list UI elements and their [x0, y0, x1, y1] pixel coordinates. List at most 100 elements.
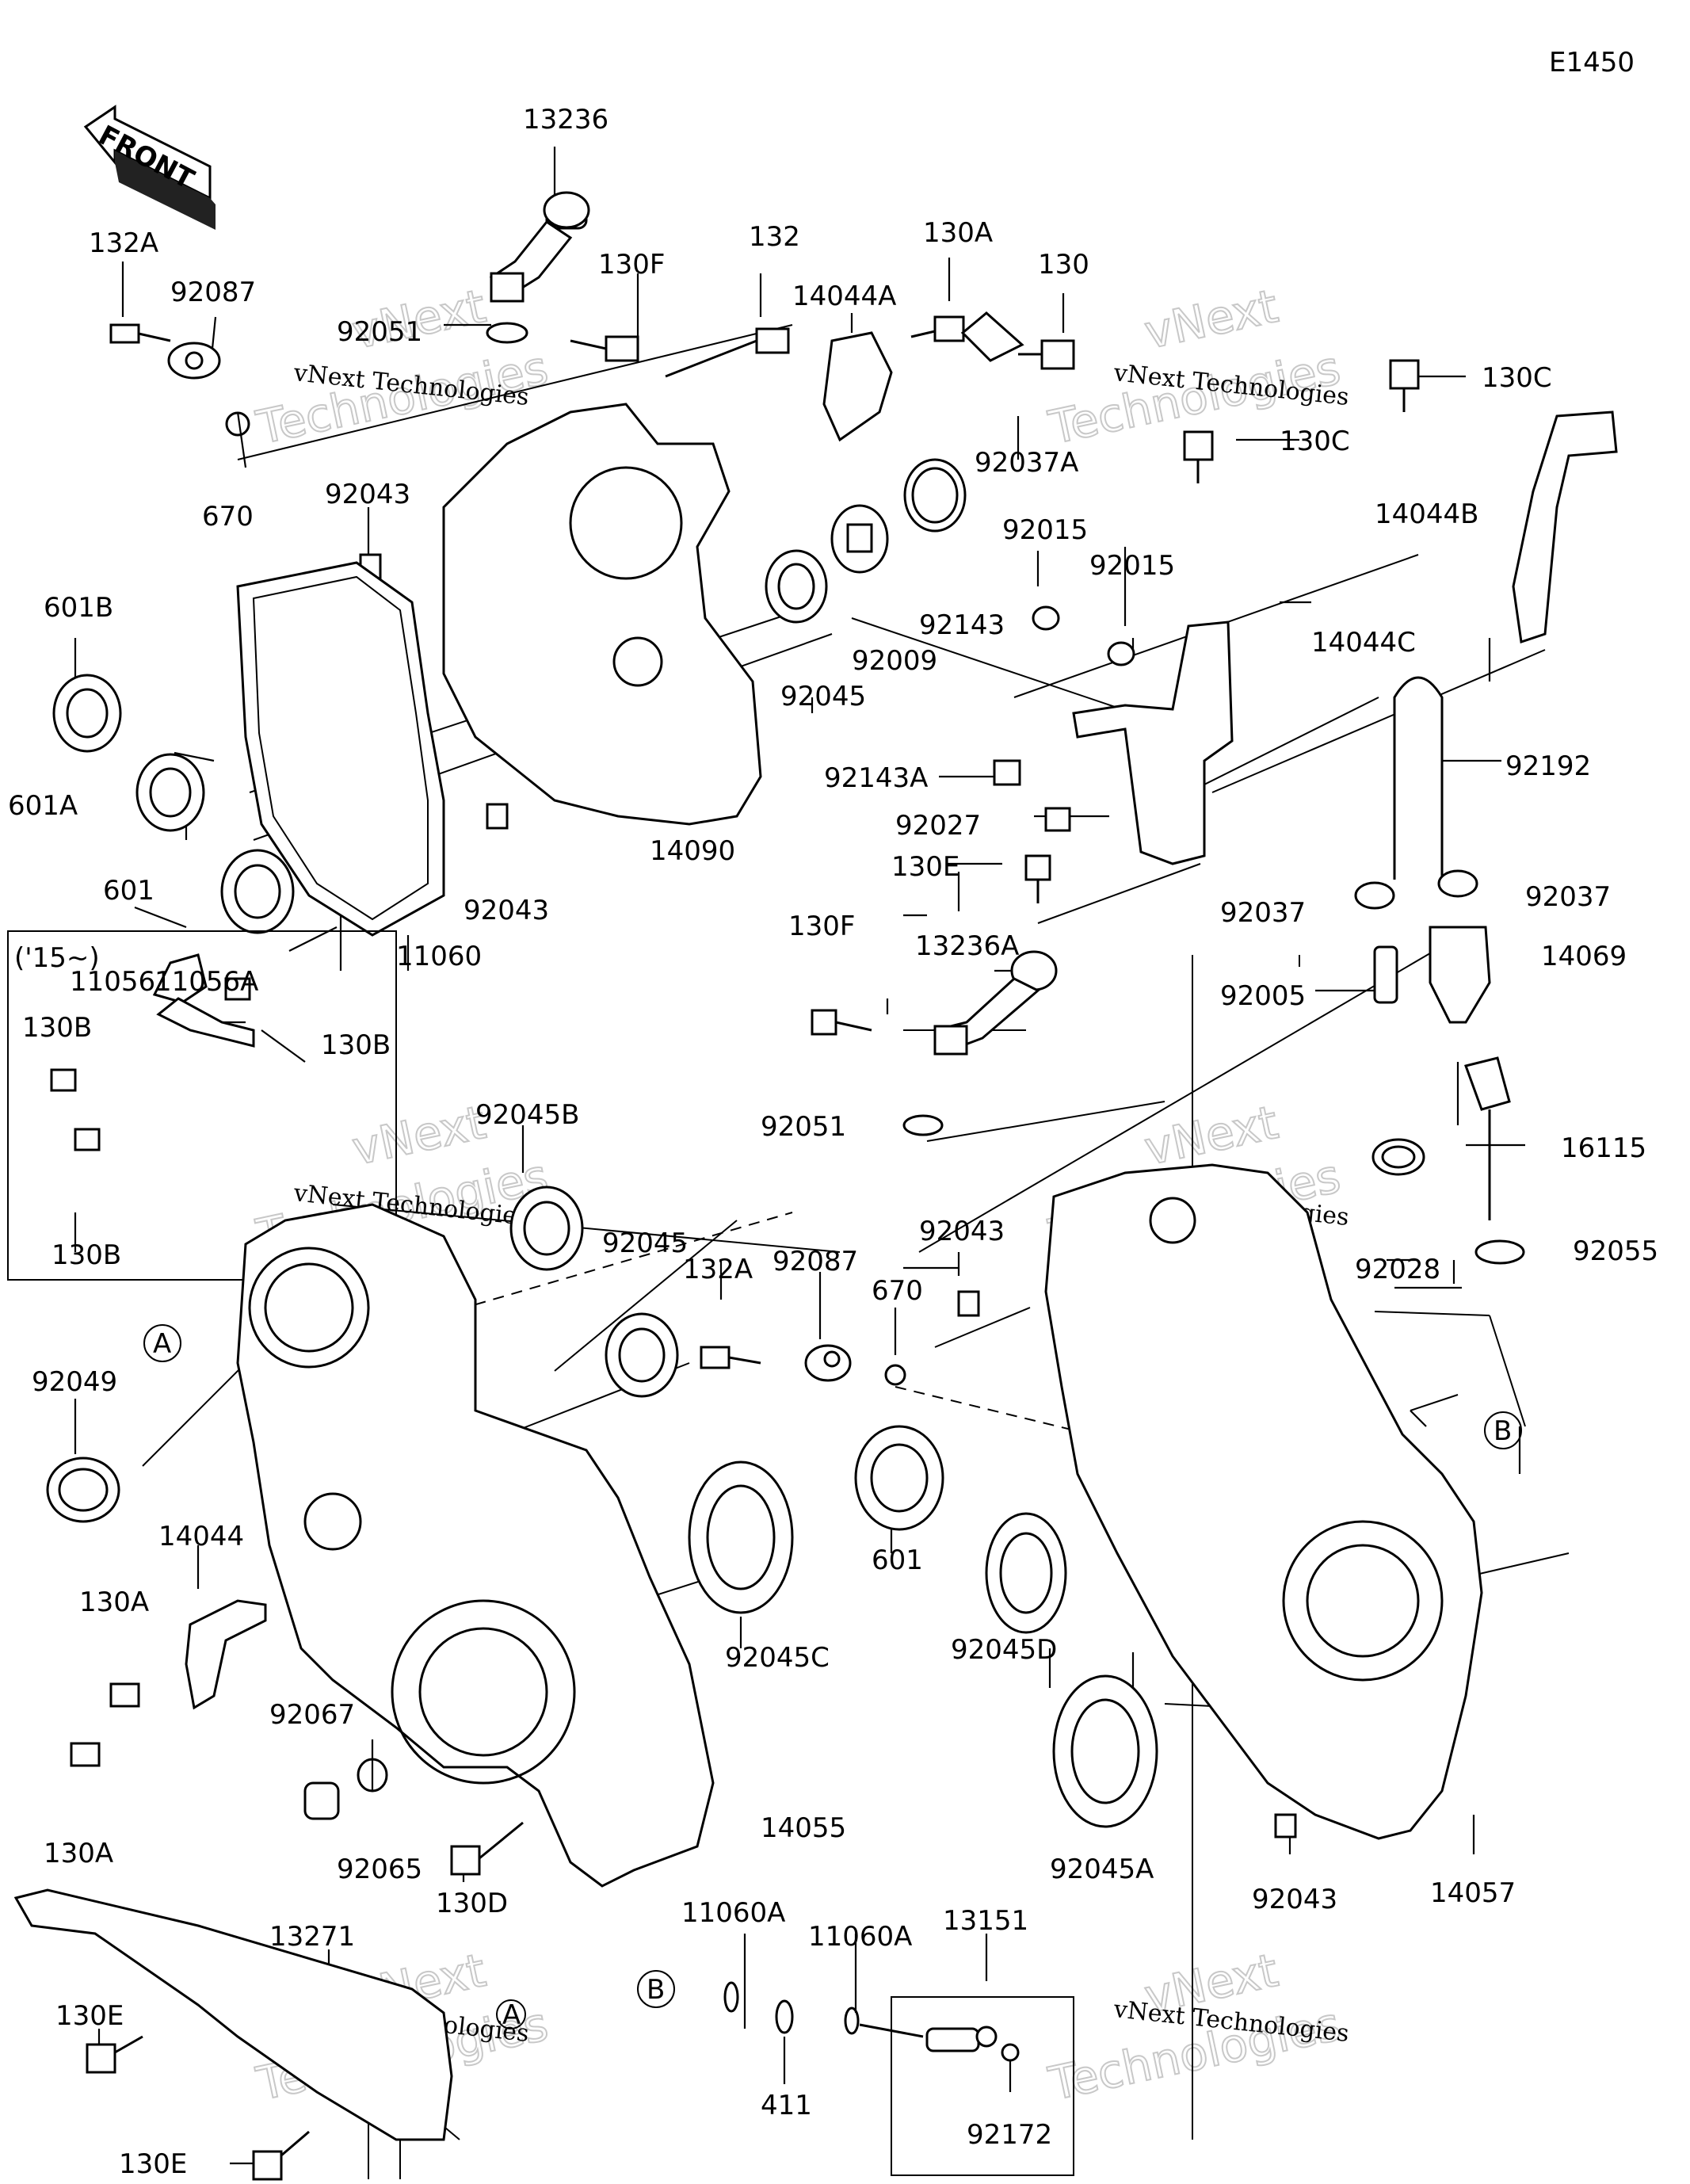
- label-14044B: 14044B: [1375, 498, 1478, 530]
- part-14044B: [1512, 410, 1618, 643]
- label-92087-mid: 92087: [773, 1246, 858, 1277]
- label-92051-mid: 92051: [761, 1111, 846, 1143]
- part-130E-bot-a: [86, 2035, 143, 2074]
- part-92043-c: [957, 1290, 980, 1317]
- label-130B-c: 130B: [52, 1239, 121, 1271]
- label-130E-bot-a: 130E: [55, 2000, 124, 2032]
- label-130F-top: 130F: [598, 249, 665, 281]
- circle-ref-B-bottom: B: [637, 1970, 675, 2008]
- label-92028: 92028: [1355, 1254, 1440, 1285]
- part-14055: [236, 1203, 715, 1888]
- part-411: [775, 1999, 794, 2034]
- part-130A-bot: [70, 1742, 101, 1767]
- label-130B-a: 130B: [22, 1012, 92, 1044]
- part-92087-top: [167, 342, 221, 380]
- part-14057: [1044, 1163, 1483, 1840]
- circle-ref-A-bottom: A: [496, 1999, 526, 2031]
- label-92027: 92027: [895, 810, 981, 842]
- part-601A: [135, 753, 205, 832]
- part-130A-top: [910, 315, 965, 342]
- label-14069: 14069: [1541, 941, 1627, 972]
- part-13236A: [933, 950, 1058, 1056]
- part-92055: [1474, 1239, 1525, 1265]
- label-92143A: 92143A: [824, 762, 928, 794]
- part-132: [665, 327, 790, 378]
- part-130E-bot-b: [252, 2130, 310, 2181]
- label-14057: 14057: [1430, 1877, 1516, 1909]
- part-92143A: [993, 759, 1021, 786]
- label-92043-d: 92043: [1252, 1884, 1337, 1915]
- part-92027: [1044, 807, 1071, 832]
- part-130D: [450, 1821, 524, 1876]
- part-14090: [442, 403, 762, 826]
- label-11056A: 11056A: [155, 966, 258, 998]
- inset-label: ('15~): [14, 942, 100, 974]
- label-92043-a: 92043: [325, 479, 410, 510]
- label-14090: 14090: [650, 835, 735, 867]
- label-92055: 92055: [1573, 1235, 1658, 1267]
- part-11060A-b: [844, 2006, 860, 2035]
- part-92045B: [509, 1186, 584, 1271]
- label-130D: 130D: [436, 1888, 508, 1919]
- label-92143: 92143: [919, 609, 1005, 641]
- label-11060A-a: 11060A: [681, 1897, 785, 1929]
- part-92037-l: [1354, 881, 1395, 910]
- label-92045C: 92045C: [725, 1642, 830, 1674]
- part-14069: [1429, 926, 1491, 1024]
- label-92087-top: 92087: [170, 277, 256, 308]
- label-92067: 92067: [269, 1699, 355, 1731]
- part-13151: [859, 2023, 998, 2052]
- part-92043-d: [1274, 1813, 1297, 1838]
- label-132: 132: [749, 221, 800, 253]
- diagram-code: E1450: [1549, 47, 1635, 78]
- label-13151: 13151: [943, 1905, 1028, 1937]
- label-14044C: 14044C: [1311, 627, 1416, 659]
- label-601-top: 601: [103, 875, 155, 907]
- label-92045B: 92045B: [475, 1099, 579, 1131]
- label-92045-top: 92045: [780, 681, 866, 712]
- part-13236: [489, 191, 590, 303]
- label-92005: 92005: [1220, 980, 1306, 1012]
- label-11056: 11056: [70, 966, 155, 998]
- part-130B-c: [74, 1128, 101, 1151]
- label-92045D: 92045D: [951, 1634, 1057, 1666]
- front-arrow-icon: FRONT: [83, 105, 216, 230]
- label-130A-bot: 130A: [44, 1838, 113, 1869]
- label-92037-l: 92037: [1220, 897, 1306, 929]
- part-92065: [357, 1758, 388, 1793]
- part-92045D: [985, 1512, 1067, 1634]
- part-670-top: [225, 411, 250, 437]
- label-130B-b: 130B: [321, 1029, 391, 1061]
- label-92037-r: 92037: [1525, 881, 1611, 913]
- label-601A: 601A: [8, 790, 78, 822]
- part-16115: [1464, 1056, 1511, 1220]
- label-130E-mid: 130E: [891, 851, 959, 883]
- label-11060A-b: 11060A: [808, 1921, 912, 1953]
- part-92037A: [960, 311, 1024, 362]
- part-92015-a: [1032, 605, 1060, 631]
- label-130: 130: [1038, 249, 1089, 281]
- part-92045A: [1052, 1674, 1158, 1828]
- watermark-big-8: vNext: [1140, 279, 1283, 360]
- svg-text:B: B: [1494, 1415, 1512, 1447]
- label-130E-bot-b: 130E: [119, 2148, 187, 2180]
- label-92192: 92192: [1505, 750, 1591, 782]
- svg-text:A: A: [502, 1999, 521, 2031]
- part-92051-top: [486, 322, 528, 344]
- label-92065: 92065: [337, 1854, 422, 1885]
- part-11060A-a: [723, 1981, 739, 2013]
- label-14044A: 14044A: [792, 281, 896, 312]
- part-130F-top: [570, 335, 639, 362]
- part-11056: [152, 953, 208, 1004]
- circle-ref-A-left: A: [143, 1324, 181, 1362]
- part-labels: 13236 132A 92087 92051 130F 132 14044A 1…: [8, 104, 1658, 2180]
- label-92045A: 92045A: [1050, 1854, 1154, 1885]
- part-92009: [830, 504, 889, 574]
- part-92045-mid: [605, 1312, 679, 1398]
- part-92037-r: [1437, 869, 1478, 898]
- label-130A-top: 130A: [923, 217, 993, 249]
- parts: [7, 191, 1618, 2181]
- part-11056A: [156, 997, 255, 1048]
- label-92043-c: 92043: [919, 1216, 1005, 1247]
- label-601-mid: 601: [872, 1544, 923, 1576]
